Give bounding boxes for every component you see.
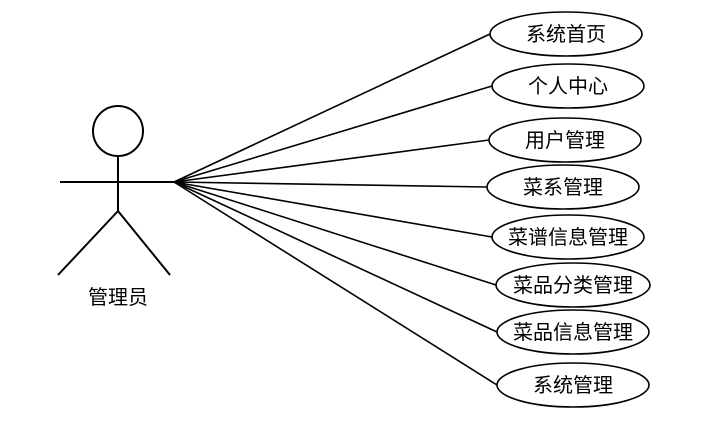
use-case-label: 菜品分类管理	[513, 273, 633, 297]
use-case-label: 用户管理	[525, 128, 605, 152]
use-case-label: 个人中心	[528, 74, 608, 98]
use-case-8: 系统管理	[496, 362, 650, 408]
use-case-ellipse	[491, 63, 645, 109]
actor-label: 管理员	[88, 285, 148, 309]
use-case-ellipse	[486, 164, 640, 210]
use-case-4: 菜系管理	[486, 164, 640, 210]
use-case-7: 菜品信息管理	[496, 309, 650, 355]
use-case-label: 菜谱信息管理	[508, 225, 628, 249]
use-case-ellipse	[496, 362, 650, 408]
association-line-7	[173, 181, 498, 333]
use-case-2: 个人中心	[491, 63, 645, 109]
use-case-ellipse	[491, 214, 645, 260]
association-line-6	[173, 181, 497, 286]
use-case-ellipse	[495, 262, 651, 308]
association-line-8	[173, 181, 498, 386]
association-lines	[173, 33, 498, 386]
use-case-ellipse	[488, 117, 642, 163]
actor-head	[92, 105, 144, 157]
association-line-2	[173, 85, 493, 183]
use-case-label: 系统管理	[533, 373, 613, 397]
use-case-label: 菜系管理	[523, 175, 603, 199]
actor-right-leg	[117, 210, 171, 276]
association-line-3	[173, 139, 490, 183]
association-line-5	[173, 181, 493, 238]
use-case-ellipse	[496, 309, 650, 355]
actor-left-leg	[57, 210, 119, 276]
association-line-1	[173, 33, 491, 183]
use-case-5: 菜谱信息管理	[491, 214, 645, 260]
association-line-4	[173, 181, 488, 188]
use-case-ellipse	[489, 11, 643, 57]
use-case-3: 用户管理	[488, 117, 642, 163]
use-case-label: 系统首页	[526, 22, 606, 46]
use-case-label: 菜品信息管理	[513, 320, 633, 344]
actor-figure	[57, 105, 174, 276]
use-case-6: 菜品分类管理	[495, 262, 651, 308]
use-case-1: 系统首页	[489, 11, 643, 57]
